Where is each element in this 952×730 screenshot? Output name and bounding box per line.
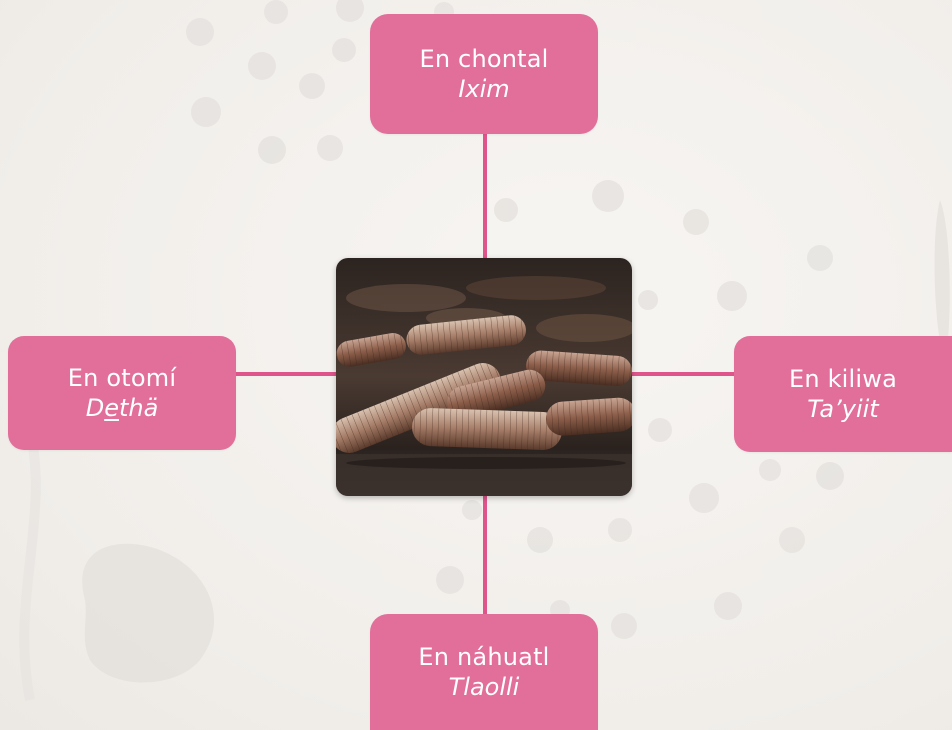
- node-chontal: En chontal Ixim: [370, 14, 598, 134]
- node-otomi-word-part1: D: [85, 394, 105, 422]
- node-otomi-word-part2: thä: [118, 394, 159, 422]
- node-chontal-language: En chontal: [419, 45, 549, 73]
- node-nahuatl: En náhuatl Tlaolli: [370, 614, 598, 730]
- node-otomi-word: Dethä: [86, 393, 159, 423]
- node-kiliwa-language: En kiliwa: [788, 365, 898, 393]
- node-otomi: En otomí Dethä: [8, 336, 236, 450]
- connector-top: [483, 133, 487, 260]
- node-otomi-language: En otomí: [67, 364, 177, 392]
- node-otomi-word-underlined: e: [104, 394, 119, 422]
- node-chontal-word: Ixim: [458, 75, 510, 103]
- node-nahuatl-language: En náhuatl: [418, 643, 550, 671]
- node-kiliwa: En kiliwa Ta’yiit: [734, 336, 952, 452]
- node-kiliwa-word: Ta’yiit: [807, 395, 879, 423]
- connector-right: [630, 372, 734, 376]
- node-nahuatl-word: Tlaolli: [448, 673, 520, 701]
- connector-left: [236, 372, 338, 376]
- corn-cobs-photo: [336, 258, 632, 496]
- connector-bottom: [483, 494, 487, 616]
- corn-cobs-photo-icon: [336, 258, 632, 496]
